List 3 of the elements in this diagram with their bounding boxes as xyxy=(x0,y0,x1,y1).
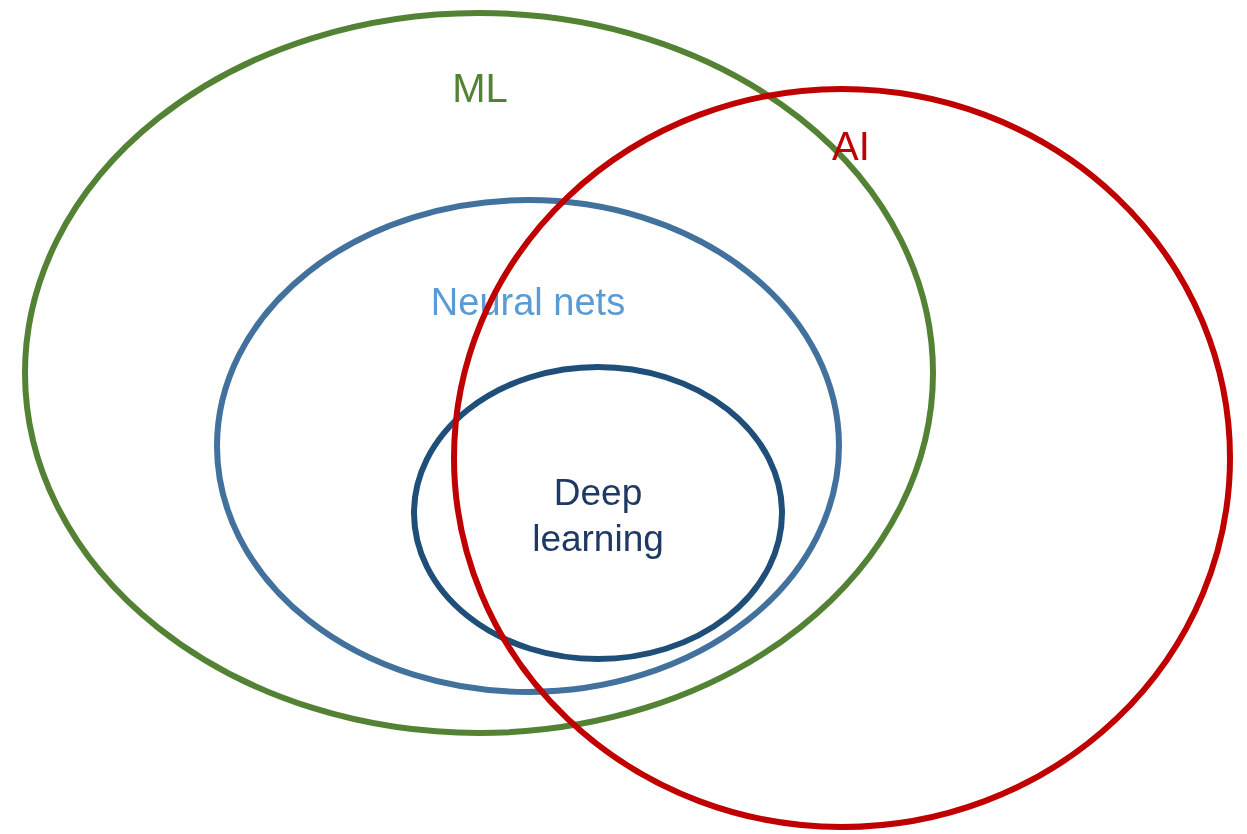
set-label: ML xyxy=(451,65,509,112)
set-label: Deep learning xyxy=(531,470,665,561)
set-label: AI xyxy=(831,123,871,170)
